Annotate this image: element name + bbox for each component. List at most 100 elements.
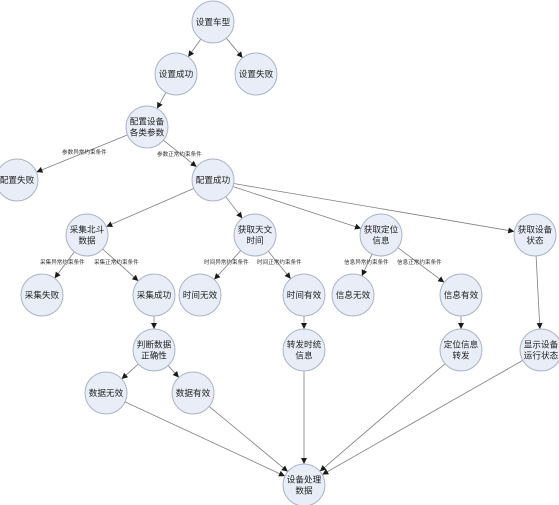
arrow-head-icon	[157, 101, 163, 109]
state-circle	[282, 463, 326, 505]
edge-config_params-to-config_fail	[36, 134, 128, 173]
state-label: 设备处理	[287, 474, 322, 486]
edge-line	[102, 248, 139, 282]
state-node-info-invalid: 信息无效	[331, 273, 375, 317]
edge-line	[233, 183, 515, 232]
state-label: 运行状态	[524, 350, 559, 362]
arrow-head-icon	[278, 470, 285, 477]
state-label: 信息	[372, 235, 390, 247]
state-node-set-ok: 设置成功	[154, 52, 198, 96]
arrow-head-icon	[172, 370, 179, 378]
edge-collect_bd-to-collect_ok	[102, 248, 139, 282]
state-circle	[132, 328, 176, 372]
arrow-head-icon	[236, 211, 243, 219]
state-label: 数据	[295, 485, 313, 497]
edge-judge-to-data_invalid	[121, 363, 139, 380]
edge-condition-label: 时间异常约束条件	[204, 258, 249, 266]
arrow-head-icon	[354, 223, 362, 230]
arrow-head-icon	[121, 372, 129, 379]
edge-config_ok-to-get_loc	[232, 186, 362, 230]
arrow-head-icon	[106, 221, 113, 227]
edge-set_model-to-set_fail	[226, 37, 243, 59]
state-label: 时间无效	[183, 289, 218, 301]
arrow-head-icon	[188, 50, 195, 57]
edge-data_invalid-to-process	[124, 401, 286, 477]
edge-line	[36, 134, 128, 173]
state-label: 配置设备	[130, 116, 165, 128]
state-circle	[282, 328, 326, 372]
state-label: 采集成功	[137, 289, 172, 301]
state-circle	[65, 213, 109, 257]
state-circle	[439, 273, 483, 317]
edge-get_time-to-time_valid	[267, 251, 292, 279]
edge-data_valid-to-process	[208, 406, 289, 472]
state-node-collect-fail: 采集失败	[20, 273, 64, 317]
edge-condition-label: 信息异常约束条件	[344, 258, 389, 266]
state-label: 显示设备	[524, 339, 559, 351]
arrow-head-icon	[536, 322, 543, 330]
arrow-head-icon	[301, 323, 307, 329]
edge-set_model-to-set_ok	[187, 38, 202, 58]
edge-get_loc-to-info_invalid	[361, 253, 373, 277]
state-label: 数据有效	[176, 387, 211, 399]
arrow-head-icon	[36, 167, 44, 173]
edge-collect_bd-to-collect_fail	[54, 251, 75, 279]
arrow-head-icon	[319, 465, 327, 472]
state-node-set-fail: 设置失败	[234, 52, 278, 96]
arrow-head-icon	[458, 323, 464, 329]
state-circle	[233, 213, 277, 257]
edge-line	[163, 139, 197, 168]
edge-line	[535, 255, 541, 330]
arrow-head-icon	[437, 276, 445, 283]
state-circle	[0, 158, 39, 202]
state-circle	[519, 328, 559, 372]
edge-line	[124, 401, 286, 477]
state-circle	[154, 52, 198, 96]
state-circle	[359, 213, 403, 257]
arrow-head-icon	[214, 273, 221, 280]
state-label: 转发	[452, 350, 470, 362]
edge-condition-label: 采集正常约束条件	[94, 258, 139, 266]
state-label: 时间	[246, 235, 263, 247]
arrow-head-icon	[54, 271, 61, 279]
state-circle	[191, 0, 235, 44]
edge-get_state-to-show_state	[535, 255, 543, 330]
edge-collect_ok-to-judge	[151, 316, 157, 329]
arrow-head-icon	[507, 227, 515, 234]
edge-info_valid-to-forward_loc	[458, 316, 464, 329]
state-circle	[125, 105, 169, 149]
edge-config_ok-to-get_time	[225, 196, 243, 219]
state-label: 获取天文	[238, 224, 273, 236]
arrow-head-icon	[190, 160, 197, 167]
edges-layer	[36, 37, 543, 477]
state-label: 转发时统	[287, 339, 322, 351]
state-node-time-invalid: 时间无效	[178, 273, 222, 317]
edge-labels-layer: 参数异常约束条件参数正常约束条件采集异常约束条件采集正常约束条件时间异常约束条件…	[40, 148, 442, 266]
edge-condition-label: 采集异常约束条件	[40, 258, 85, 266]
state-circle	[331, 273, 375, 317]
state-node-info-valid: 信息有效	[439, 273, 483, 317]
state-label: 定位信息	[444, 339, 479, 351]
state-label: 数据	[78, 235, 96, 247]
state-label: 状态	[526, 235, 544, 247]
state-label: 设置失败	[239, 68, 274, 80]
state-label: 配置失败	[0, 174, 35, 186]
state-circle	[20, 273, 64, 317]
edge-condition-label: 时间正常约束条件	[257, 258, 302, 266]
state-node-time-valid: 时间有效	[282, 273, 326, 317]
state-circle	[178, 273, 222, 317]
arrow-head-icon	[281, 465, 288, 472]
edge-time_valid-to-forward_time	[301, 316, 307, 329]
state-label: 采集失败	[25, 289, 60, 301]
